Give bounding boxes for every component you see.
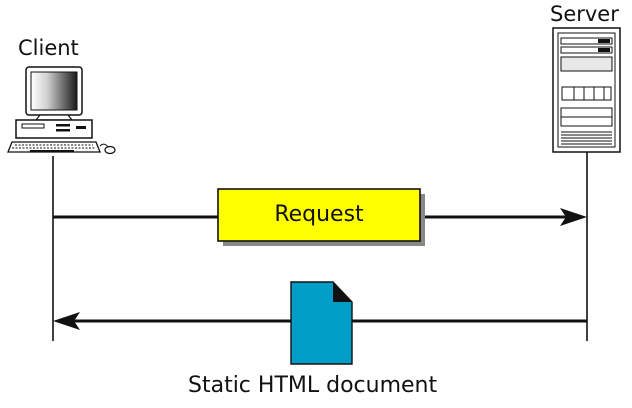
document-label: Static HTML document	[188, 373, 438, 398]
document-icon	[290, 281, 353, 365]
server-label: Server	[550, 2, 619, 26]
request-box	[217, 188, 425, 246]
request-label: Request	[274, 202, 364, 227]
server-tower-icon	[552, 27, 621, 153]
client-label: Client	[18, 36, 79, 60]
desktop-computer-icon	[7, 66, 116, 155]
